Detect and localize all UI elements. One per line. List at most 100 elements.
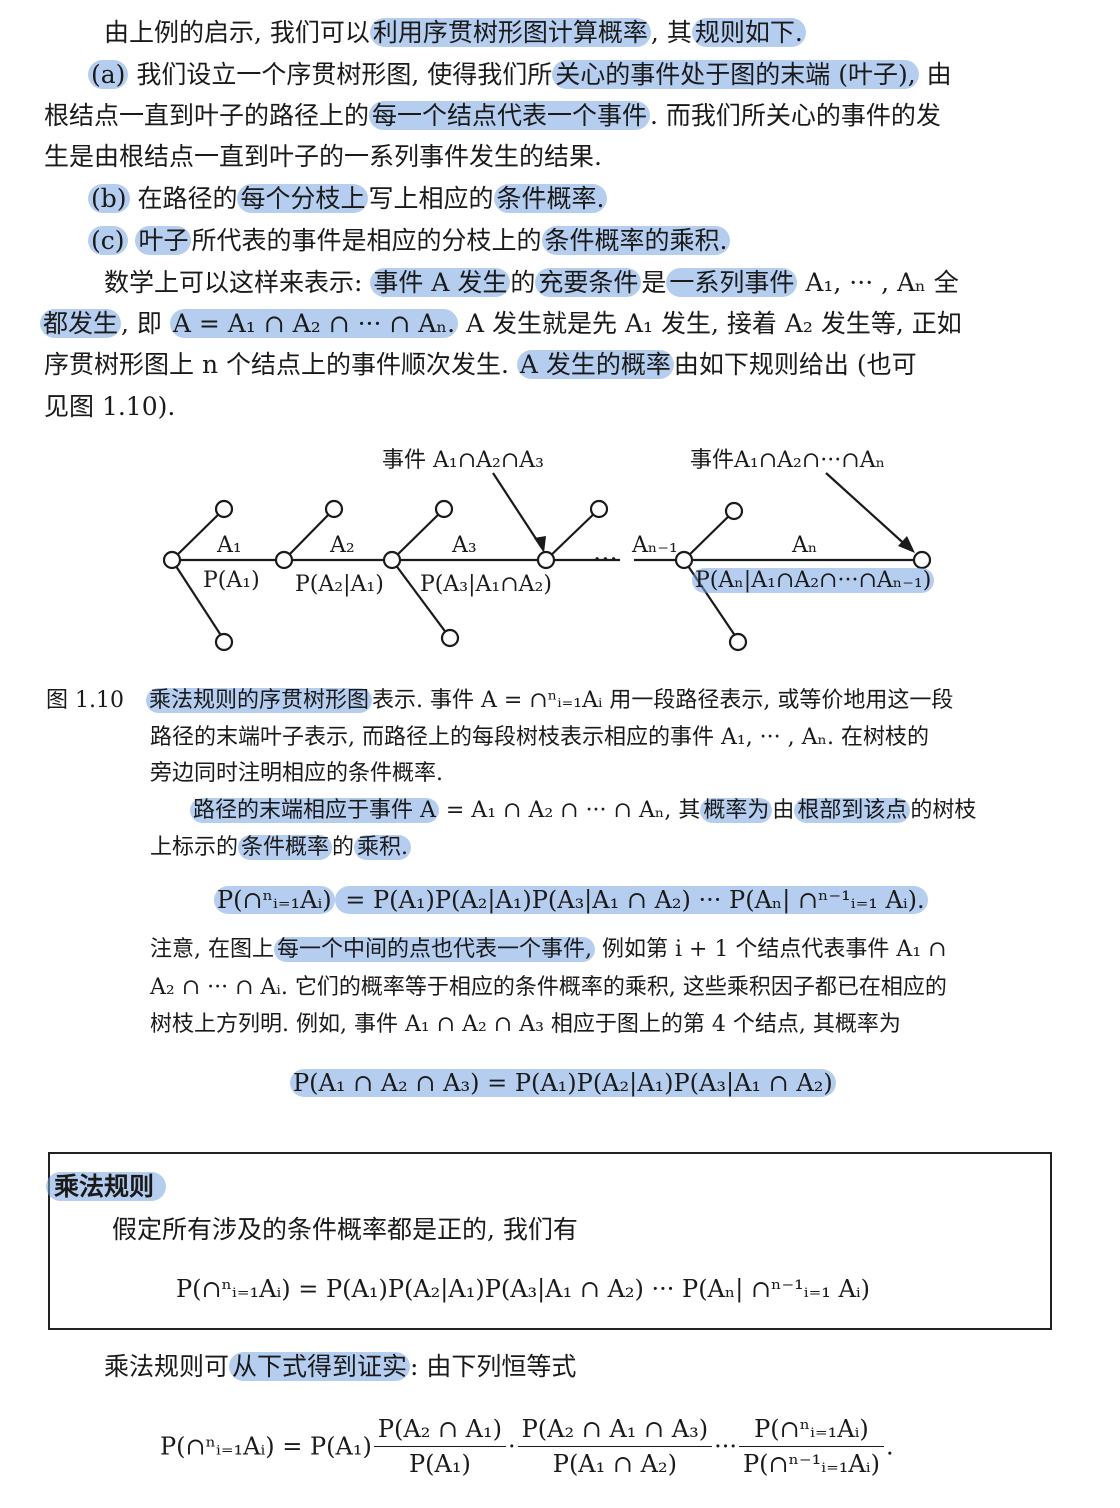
prob-label-3: P(A₃|A₁∩A₂) xyxy=(420,572,552,597)
text: 例如第 i + 1 个结点代表事件 A₁ ∩ xyxy=(595,937,947,962)
operator: · xyxy=(508,1432,516,1461)
edge-label-n: Aₙ xyxy=(792,533,818,558)
highlight: 乘法规则 xyxy=(46,1172,167,1201)
intro-line: 由上例的启示, 我们可以利用序贯树形图计算概率, 其规则如下. xyxy=(104,16,806,50)
arrow-shaft xyxy=(492,472,543,549)
tree-node xyxy=(674,550,694,570)
text: 由 xyxy=(772,798,795,823)
caption-line1: 乘法规则的序贯树形图表示. 事件 A = ∩ⁿᵢ₌₁Aᵢ 用一段路径表示, 或等… xyxy=(146,686,953,716)
highlight: 每一个结点代表一个事件 xyxy=(369,101,651,130)
rule-c-line: (c) 叶子所代表的事件是相应的分枝上的条件概率的乘积. xyxy=(88,224,731,258)
text: 所代表的事件是相应的分枝上的 xyxy=(191,226,542,255)
numerator: P(A₂ ∩ A₁ ∩ A₃) xyxy=(517,1412,713,1447)
text: : 由下列恒等式 xyxy=(410,1352,577,1381)
tree-leaf xyxy=(440,628,460,648)
tree-leaf xyxy=(214,632,234,652)
example-equation: P(A₁ ∩ A₂ ∩ A₃) = P(A₁)P(A₂|A₁)P(A₃|A₁ ∩… xyxy=(290,1066,836,1100)
arrowhead xyxy=(898,536,915,553)
tree-leaf xyxy=(724,501,744,521)
figure-label: 图 1.10 xyxy=(46,688,124,713)
text: 我们设立一个序贯树形图, 使得我们所 xyxy=(128,60,553,89)
proof-identity: P(∩ⁿᵢ₌₁Aᵢ) = P(A₁)P(A₂ ∩ A₁)P(A₁)·P(A₂ ∩… xyxy=(160,1405,894,1487)
list-marker: (b) xyxy=(88,184,130,213)
text: 数学上可以这样来表示: xyxy=(104,268,371,297)
highlight: P(∩ⁿᵢ₌₁Aᵢ) xyxy=(214,886,335,914)
highlight: P(Aₙ|A₁∩A₂∩···∩Aₙ₋₁) xyxy=(692,568,935,593)
edge-label-2: A₂ xyxy=(330,533,355,558)
highlight: 充要条件 xyxy=(535,268,642,297)
tree-node xyxy=(382,550,402,570)
math-line2: 都发生, 即 A = A₁ ∩ A₂ ∩ ··· ∩ Aₙ. A 发生就是先 A… xyxy=(40,307,962,341)
rule-text: 假定所有涉及的条件概率都是正的, 我们有 xyxy=(112,1215,578,1244)
note-line2: A₂ ∩ ··· ∩ Aᵢ. 它们的概率等于相应的条件概率的乘积, 这些乘积因子… xyxy=(150,975,947,1000)
proof-line: 乘法规则可从下式得到证实: 由下列恒等式 xyxy=(104,1350,576,1384)
edge-label-3: A₃ xyxy=(452,533,477,558)
text: 写上相应的 xyxy=(368,184,494,213)
edge-label-1: A₁ xyxy=(217,533,242,558)
text: 乘法规则可 xyxy=(104,1352,230,1381)
arrowhead xyxy=(534,536,546,553)
text: 的树枝 xyxy=(910,798,977,823)
text: 注意, 在图上 xyxy=(150,937,274,962)
text: 由 xyxy=(918,60,952,89)
operator: ··· xyxy=(714,1432,737,1461)
branch-edge xyxy=(391,508,445,561)
denominator: P(A₁) xyxy=(409,1450,471,1478)
math-line3: 序贯树形图上 n 个结点上的事件顺次发生. A 发生的概率由如下规则给出 (也可 xyxy=(44,348,917,382)
highlight: 概率为 xyxy=(700,798,773,823)
note-line3: 树枝上方列明. 例如, 事件 A₁ ∩ A₂ ∩ A₃ 相应于图上的第 4 个结… xyxy=(150,1012,901,1037)
highlight: 一系列事件 xyxy=(666,268,798,297)
text: A 发生就是先 A₁ 发生, 接着 A₂ 发生等, 正如 xyxy=(458,309,962,338)
highlight: 路径的末端相应于事件 A xyxy=(190,798,439,823)
text: 上标示的 xyxy=(150,835,239,860)
text: A₁, ··· , Aₙ 全 xyxy=(797,268,959,297)
note-line1: 注意, 在图上每一个中间的点也代表一个事件, 例如第 i + 1 个结点代表事件… xyxy=(150,935,947,965)
math-line1: 数学上可以这样来表示: 事件 A 发生的充要条件是一系列事件 A₁, ··· ,… xyxy=(104,266,959,300)
event-label-all: 事件A₁∩A₂∩···∩Aₙ xyxy=(690,448,886,473)
text: , 其 xyxy=(650,18,692,47)
tree-leaf xyxy=(728,632,748,652)
text: , 即 xyxy=(121,309,170,338)
event-label-a1a2a3: 事件 A₁∩A₂∩A₃ xyxy=(382,448,544,473)
branch-edge xyxy=(683,510,735,561)
rule-box xyxy=(48,1152,1052,1330)
caption-line2: 路径的末端叶子表示, 而路径上的每段树枝表示相应的事件 A₁, ··· , Aₙ… xyxy=(150,725,930,750)
prob-label-2: P(A₂|A₁) xyxy=(295,572,384,597)
tree-leaf xyxy=(214,499,234,519)
text: = A₁ ∩ A₂ ∩ ··· ∩ Aₙ, 其 xyxy=(438,798,701,823)
highlight: P(A₁ ∩ A₂ ∩ A₃) = P(A₁)P(A₂|A₁)P(A₃|A₁ ∩… xyxy=(290,1069,836,1097)
highlight: 都发生 xyxy=(40,309,122,338)
prob-label-1: P(A₁) xyxy=(203,568,260,593)
highlight: 根部到该点 xyxy=(794,798,911,823)
arrow-shaft xyxy=(825,472,911,550)
period: . xyxy=(885,1432,894,1461)
fraction: P(A₂ ∩ A₁) P(A₁) xyxy=(373,1412,506,1481)
denominator: P(A₁ ∩ A₂) xyxy=(552,1450,677,1478)
highlight: 关心的事件处于图的末端 (叶子), xyxy=(552,60,919,89)
tree-leaf xyxy=(434,499,454,519)
text: 是 xyxy=(641,268,667,297)
rule-b-line: (b) 在路径的每个分枝上写上相应的条件概率. xyxy=(88,182,608,216)
list-marker: (c) xyxy=(88,226,128,255)
rule-a-line1: (a) 我们设立一个序贯树形图, 使得我们所关心的事件处于图的末端 (叶子), … xyxy=(88,58,952,92)
tree-node xyxy=(274,550,294,570)
rule-formula: P(∩ⁿᵢ₌₁Aᵢ) = P(A₁)P(A₂|A₁)P(A₃|A₁ ∩ A₂) … xyxy=(176,1275,871,1303)
highlight: 条件概率 xyxy=(238,835,333,860)
text: 根结点一直到叶子的路径上的 xyxy=(44,101,370,130)
caption-equation: P(∩ⁿᵢ₌₁Aᵢ) = P(A₁)P(A₂|A₁)P(A₃|A₁ ∩ A₂) … xyxy=(214,883,928,917)
fraction: P(A₂ ∩ A₁ ∩ A₃) P(A₁ ∩ A₂) xyxy=(517,1412,713,1481)
highlight: 叶子 xyxy=(135,226,192,255)
numerator: P(A₂ ∩ A₁) xyxy=(373,1412,506,1447)
highlight: 乘法规则的序贯树形图 xyxy=(146,688,373,713)
text: 的 xyxy=(510,268,536,297)
text: 表示. 事件 A = ∩ⁿᵢ₌₁Aᵢ 用一段路径表示, 或等价地用这一段 xyxy=(372,688,954,713)
math-line4: 见图 1.10). xyxy=(44,392,176,421)
tree-node xyxy=(536,550,556,570)
tree-leaf xyxy=(324,499,344,519)
highlight: 从下式得到证实 xyxy=(229,1352,411,1381)
highlight: 利用序贯树形图计算概率 xyxy=(369,18,651,47)
branch-edge xyxy=(545,508,600,561)
text: 由上例的启示, 我们可以 xyxy=(104,18,370,47)
prob-label-n: P(Aₙ|A₁∩A₂∩···∩Aₙ₋₁) xyxy=(692,566,935,596)
caption-line3: 旁边同时注明相应的条件概率. xyxy=(150,761,443,786)
